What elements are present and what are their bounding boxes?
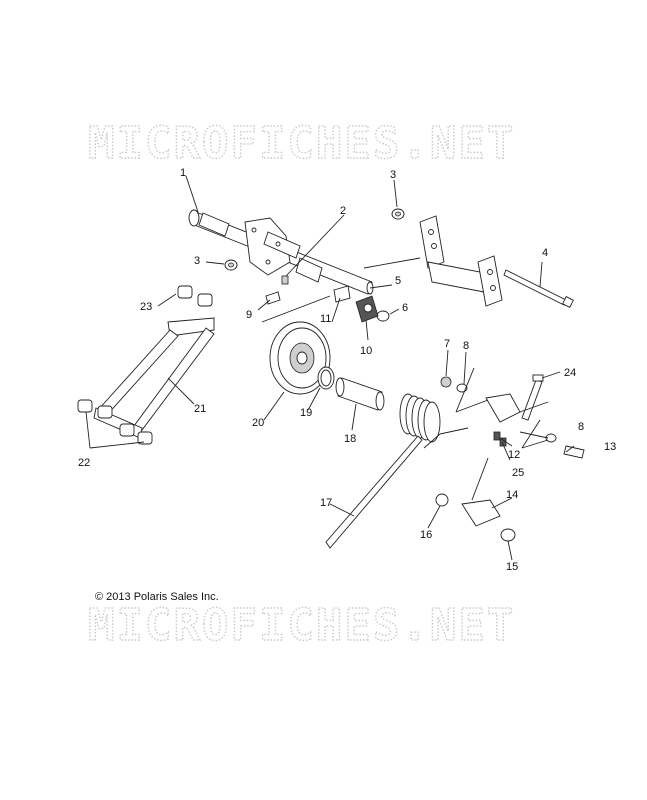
callout-24: 24 [564,367,576,379]
part-4-long-bolt [503,269,574,308]
callout-16: 16 [420,529,432,541]
callout-6: 6 [402,302,408,314]
callout-3-top: 3 [390,169,396,181]
watermark-top: MICROFICHES.NET [88,118,515,169]
callout-7: 7 [444,338,450,350]
callout-8-right: 8 [578,421,584,433]
leader-lines [85,175,575,561]
part-13-bolt [563,445,585,459]
bracket [419,215,503,307]
part-23-bushings [177,285,213,307]
part-1-shaft-assembly [188,209,374,295]
part-19-spacer-ring [317,366,335,390]
callout-11: 11 [320,313,331,325]
part-10-bearing [355,295,379,323]
callout-19: 19 [300,407,312,419]
copyright-text: © 2013 Polaris Sales Inc. [95,591,219,603]
part-3-nut-left [224,259,238,271]
callout-22: 22 [78,457,90,469]
part-14-cam [461,499,501,527]
callout-25: 25 [512,467,524,479]
callout-2: 2 [340,205,346,217]
part-3-nut-top [391,208,405,220]
part-11-bushing [333,285,351,303]
callout-17: 17 [320,497,332,509]
part-22-bushings [77,399,153,445]
part-24-bolt [521,374,544,421]
part-18-bushing-tube [335,377,385,411]
callout-3-left: 3 [194,255,200,267]
callout-8-top: 8 [463,340,469,352]
callout-4: 4 [542,247,548,259]
part-16-bushing [435,493,449,507]
part-2-grease-fitting [281,275,289,285]
watermark-bottom: MICROFICHES.NET [88,600,515,651]
part-17-rod [325,435,423,549]
callout-21: 21 [194,403,206,415]
part-15-bushing [500,528,516,542]
callout-18: 18 [344,433,356,445]
callout-23: 23 [140,301,152,313]
part-7-nut [440,376,452,388]
callout-14: 14 [506,489,518,501]
torsion-spring [399,393,441,443]
part-21-rocker-arm [93,317,215,439]
callout-15: 15 [506,561,518,573]
callout-9: 9 [246,309,252,321]
callout-13: 13 [604,441,616,453]
callout-12: 12 [508,449,520,461]
part-20-idler-wheel [269,321,331,395]
part-6-clip [376,310,390,322]
part-9-bolt [265,291,281,305]
callout-5: 5 [395,275,401,287]
callout-20: 20 [252,417,264,429]
callout-10: 10 [360,345,372,357]
part-12-25-adjuster [485,393,521,447]
part-8-washer-top [456,383,468,393]
callout-1: 1 [180,167,186,179]
